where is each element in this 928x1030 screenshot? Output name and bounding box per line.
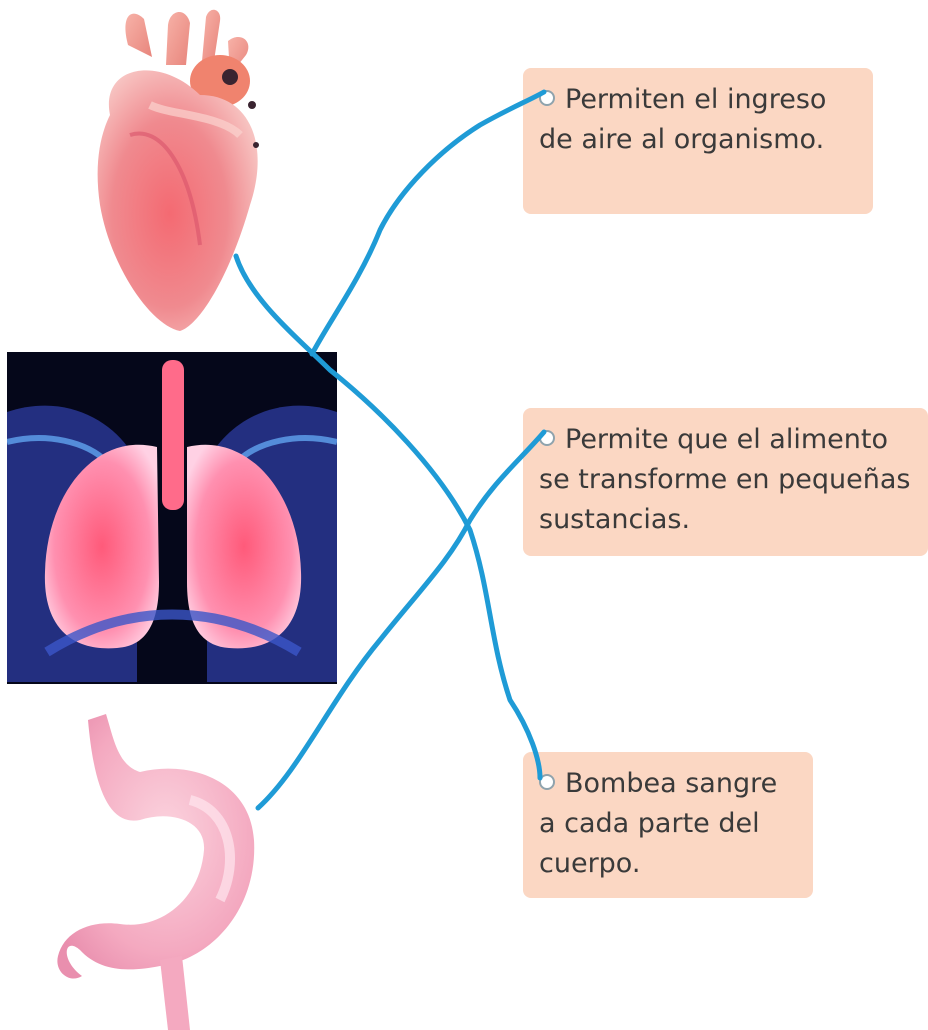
connector-dot[interactable] (539, 774, 555, 790)
card-text: Permiten el ingreso de aire al organismo… (539, 84, 827, 155)
stomach-image (57, 714, 255, 1030)
line-lungs-to-air (309, 89, 547, 357)
connector-dot[interactable] (539, 90, 555, 106)
heart-image (97, 9, 259, 331)
connector-dot[interactable] (539, 430, 555, 446)
description-card-food: Permite que el alimento se transforme en… (523, 408, 928, 556)
description-card-air: Permiten el ingreso de aire al organismo… (523, 68, 873, 214)
lungs-image (7, 352, 337, 684)
description-card-blood: Bombea sangre a cada parte del cuerpo. (523, 752, 813, 898)
card-text: Bombea sangre a cada parte del cuerpo. (539, 768, 778, 879)
card-text: Permite que el alimento se transforme en… (539, 424, 911, 535)
